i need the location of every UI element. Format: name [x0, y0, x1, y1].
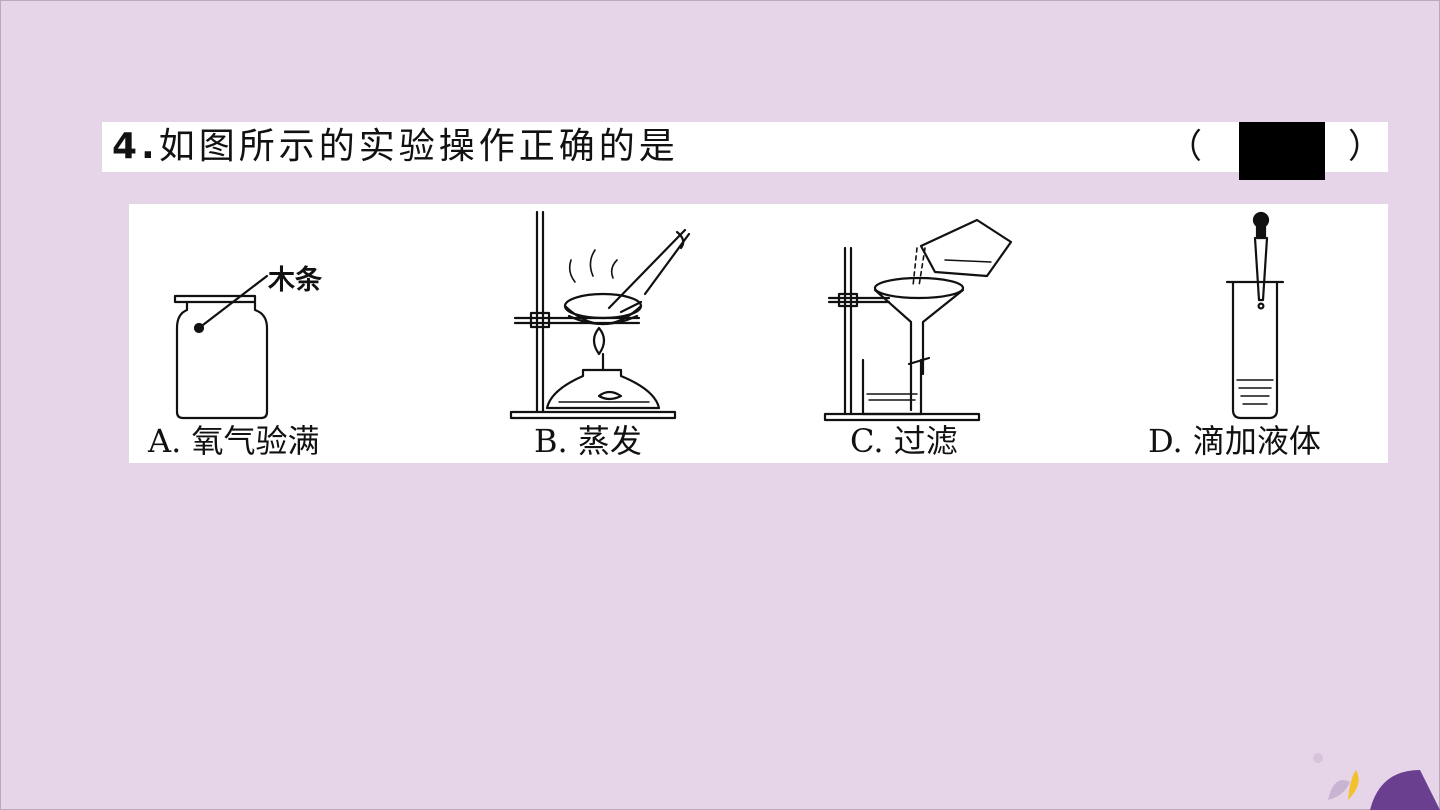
figure-panel — [129, 204, 1388, 463]
wooden-splint-label: 木条 — [268, 265, 322, 296]
apparatus-drawings — [173, 210, 1285, 422]
evaporation-illustration — [509, 210, 691, 420]
dropper-illustration — [1225, 211, 1285, 420]
question-title: 4.如图所示的实验操作正确的是 — [112, 124, 679, 170]
option-b-label: B. 蒸发 — [534, 422, 642, 460]
option-d-label: D. 滴加液体 — [1148, 422, 1321, 460]
gas-bottle-illustration — [173, 274, 269, 420]
question-band — [102, 122, 1388, 172]
answer-paren-open: （ — [1168, 127, 1202, 167]
corner-decoration-icon — [1313, 753, 1440, 810]
answer-cover-box — [1239, 122, 1325, 180]
option-a-label: A. 氧气验满 — [148, 422, 320, 460]
question-text: 如图所示的实验操作正确的是 — [158, 126, 679, 167]
answer-paren-close: ） — [1348, 127, 1382, 167]
option-c-label: C. 过滤 — [850, 422, 958, 460]
question-number: 4. — [112, 126, 159, 167]
filtration-illustration — [823, 218, 1013, 422]
